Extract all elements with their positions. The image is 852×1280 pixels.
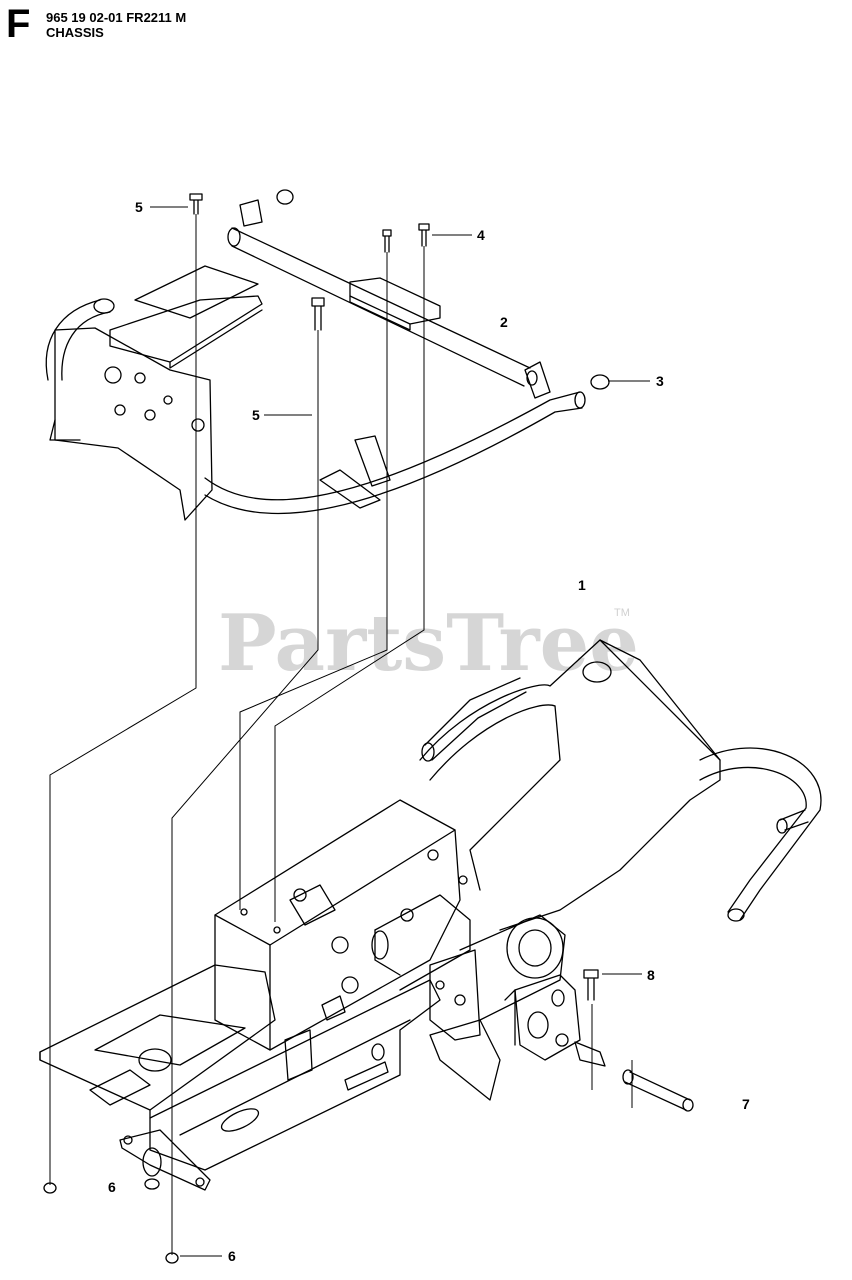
callout-label: 6 (228, 1248, 236, 1264)
callout-leaders (150, 206, 650, 1257)
assembly-guide-lines (49, 214, 633, 1255)
callout-label: 1 (578, 577, 586, 593)
callout-label: 5 (252, 407, 260, 423)
seat-frame-assembly (45, 189, 586, 521)
section-title: CHASSIS (46, 25, 104, 40)
bolt-icon (583, 969, 599, 1001)
main-chassis-frame (39, 639, 822, 1191)
nut-icon (43, 1182, 179, 1264)
watermark-text: PartsTree (218, 598, 639, 689)
callout-label: 5 (135, 199, 143, 215)
callout-label: 2 (500, 314, 508, 330)
part-number-title: 965 19 02-01 FR2211 M (46, 10, 187, 25)
callout-label: 6 (108, 1179, 116, 1195)
callout-label: 4 (477, 227, 485, 243)
bolt-icon (189, 193, 610, 390)
callout-label: 8 (647, 967, 655, 983)
watermark-trademark: TM (614, 607, 630, 619)
callout-label: 7 (742, 1096, 750, 1112)
section-letter: F (6, 2, 31, 46)
callout-label: 3 (656, 373, 664, 389)
